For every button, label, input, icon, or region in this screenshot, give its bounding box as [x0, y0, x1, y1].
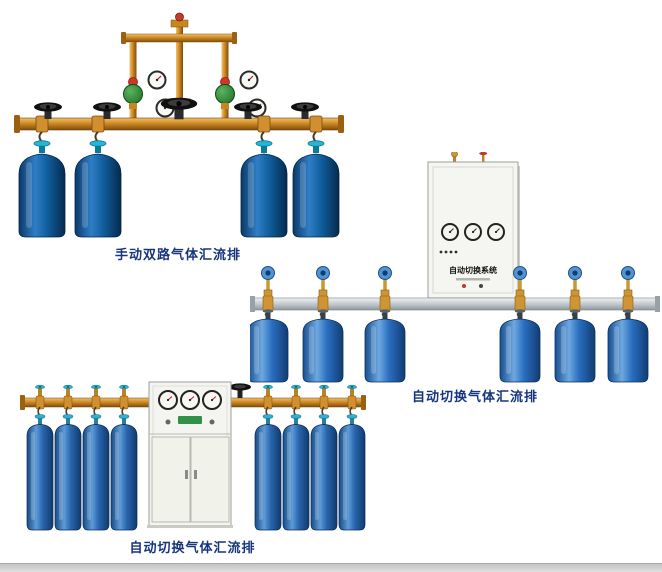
inlet-valve-knob — [175, 12, 184, 22]
pigtail-hoses — [38, 131, 319, 150]
gas-cylinder — [74, 140, 122, 238]
pressure-gauge — [180, 390, 200, 410]
product1-caption: 手动双路气体汇流排 — [114, 247, 241, 262]
gas-cylinder — [607, 308, 649, 383]
indicator-light-dark — [479, 284, 483, 288]
gas-cylinder — [554, 308, 596, 383]
product1-image — [8, 6, 348, 246]
auto-manifold-drawing: 自动切换系统 — [250, 152, 660, 383]
gas-cylinder — [302, 308, 344, 383]
control-cabinet — [147, 381, 233, 528]
pipe-union — [309, 115, 323, 133]
gas-cylinder — [254, 414, 282, 531]
gas-cylinder — [54, 414, 82, 531]
gas-cylinder — [110, 414, 138, 531]
pressure-gauge — [239, 70, 259, 90]
pressure-gauge — [158, 390, 178, 410]
gas-cylinder — [364, 308, 406, 383]
manifold-pipe — [250, 296, 660, 312]
cabinet-sublabel-line — [456, 278, 490, 281]
cabinet-label: 自动切换系统 — [449, 265, 497, 275]
pipe-union — [257, 115, 271, 133]
gas-cylinder — [310, 414, 338, 531]
handwheel-valve — [229, 383, 251, 398]
door-handle — [194, 470, 197, 479]
gas-cylinder — [82, 414, 110, 531]
cabinet-green-label — [178, 416, 202, 424]
product3-caption: 自动切换气体汇流排 — [129, 540, 256, 555]
pipe-union — [91, 115, 105, 133]
indicator-light-red — [462, 284, 466, 288]
pressure-regulator — [123, 77, 143, 121]
auto-manifold-floor-drawing — [20, 381, 366, 531]
pressure-gauge — [487, 223, 505, 241]
product2-caption: 自动切换气体汇流排 — [411, 389, 538, 404]
cabinet-knob — [165, 419, 171, 425]
cabinet-vents — [439, 250, 458, 254]
gas-cylinder — [250, 308, 289, 383]
manual-manifold-drawing — [14, 12, 344, 238]
gas-cylinder — [18, 140, 66, 238]
cabinet-top-valve — [451, 152, 458, 158]
pressure-regulator — [215, 77, 235, 121]
gas-cylinder — [499, 308, 541, 383]
door-handle — [185, 470, 188, 479]
product2-image: 自动切换系统 — [250, 152, 662, 390]
cabinet-door-right — [190, 436, 230, 523]
gas-cylinder — [282, 414, 310, 531]
cropped-next-row-strip — [0, 563, 662, 572]
pressure-gauge — [464, 223, 482, 241]
cabinet-knob — [209, 419, 215, 425]
gas-cylinder — [338, 414, 366, 531]
pressure-gauge — [147, 70, 167, 90]
pressure-gauge — [202, 390, 222, 410]
product3-image — [18, 378, 368, 554]
control-cabinet: 自动切换系统 — [427, 152, 520, 299]
inlet-pipe-assembly — [121, 12, 237, 122]
pressure-gauge — [441, 223, 459, 241]
cabinet-door-left — [151, 436, 191, 523]
gas-cylinder — [26, 414, 54, 531]
cabinet-top-valve — [479, 152, 488, 156]
